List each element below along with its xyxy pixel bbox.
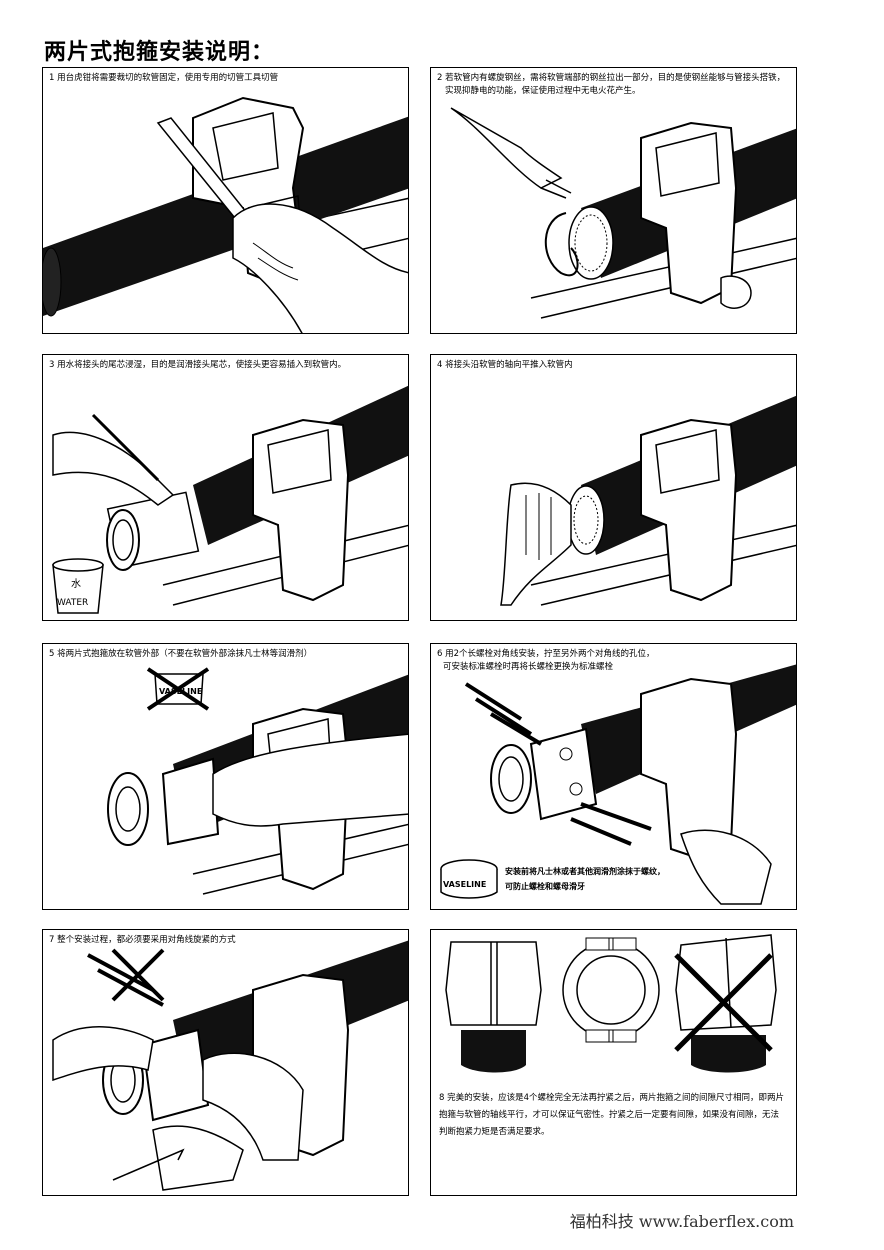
step-6-caption-1: 6 用2个长螺栓对角线安装，拧至另外两个对角线的孔位， bbox=[437, 649, 655, 659]
step-2-caption: 2 若软管内有螺旋钢丝，需将软管端部的钢丝拉出一部分，目的是使钢丝能够与管接头搭… bbox=[437, 73, 786, 96]
page-title: 两片式抱箍安装说明： bbox=[44, 40, 275, 65]
step-6-panel: 6 用2个长螺栓对角线安装，拧至另外两个对角线的孔位， 可安装标准螺栓时再将长螺… bbox=[430, 643, 797, 910]
step-1-caption: 1 用台虎钳将需要裁切的软管固定，使用专用的切管工具切管 bbox=[49, 73, 279, 83]
step-3-caption: 3 用水将接头的尾芯浸湿，目的是润滑接头尾芯，使接头更容易插入到软管内。 bbox=[49, 360, 347, 370]
step-6-note-1: 安装前将凡士林或者其他润滑剂涂抹于螺纹， bbox=[505, 865, 665, 878]
step-3-illustration: 水 WATER bbox=[52, 385, 408, 614]
step-4-illustration bbox=[500, 395, 796, 606]
step-4-panel: 4 将接头沿软管的轴向平推入软管内 bbox=[430, 354, 797, 621]
footer-brand: 福柏科技 www.faberflex.com bbox=[569, 1212, 794, 1231]
step-6-illustration: VASELINE bbox=[440, 664, 796, 905]
step-5-panel: 5 将两片式抱箍放在软管外部（不要在软管外部涂抹凡士林等润滑剂） VASELIN… bbox=[42, 643, 409, 910]
bucket-label-water: WATER bbox=[57, 598, 88, 608]
step-5-illustration: VASELINE bbox=[107, 667, 408, 895]
step-3-panel: 3 用水将接头的尾芯浸湿，目的是润滑接头尾芯，使接头更容易插入到软管内。 水 W… bbox=[42, 354, 409, 621]
step-4-caption: 4 将接头沿软管的轴向平推入软管内 bbox=[437, 360, 573, 370]
step-8-panel: 8 完美的安装，应该是4个螺栓完全无法再拧紧之后，两片抱箍之间的间隙尺寸相同，即… bbox=[430, 929, 797, 1196]
step-2-illustration bbox=[450, 107, 796, 319]
step-1-illustration bbox=[43, 96, 408, 333]
step-8-caption: 8 完美的安装，应该是4个螺栓完全无法再拧紧之后，两片抱箍之间的间隙尺寸相同，即… bbox=[439, 1093, 785, 1137]
step-5-caption: 5 将两片式抱箍放在软管外部（不要在软管外部涂抹凡士林等润滑剂） bbox=[49, 649, 313, 659]
step-8-illustration bbox=[445, 934, 777, 1073]
step-7-illustration bbox=[52, 940, 408, 1191]
step-2-panel: 2 若软管内有螺旋钢丝，需将软管端部的钢丝拉出一部分，目的是使钢丝能够与管接头搭… bbox=[430, 67, 797, 334]
step-6-caption-2: 可安装标准螺栓时再将长螺栓更换为标准螺栓 bbox=[443, 662, 614, 672]
step-7-panel: 7 整个安装过程，都必须要采用对角线旋紧的方式 bbox=[42, 929, 409, 1196]
step-1-panel: 1 用台虎钳将需要裁切的软管固定，使用专用的切管工具切管 bbox=[42, 67, 409, 334]
step-7-caption: 7 整个安装过程，都必须要采用对角线旋紧的方式 bbox=[49, 935, 236, 945]
vaseline-jar-label-2: VASELINE bbox=[443, 880, 486, 889]
bucket-label-water-cn: 水 bbox=[71, 578, 81, 590]
step-6-note-2: 可防止螺栓和螺母滑牙 bbox=[505, 880, 585, 893]
